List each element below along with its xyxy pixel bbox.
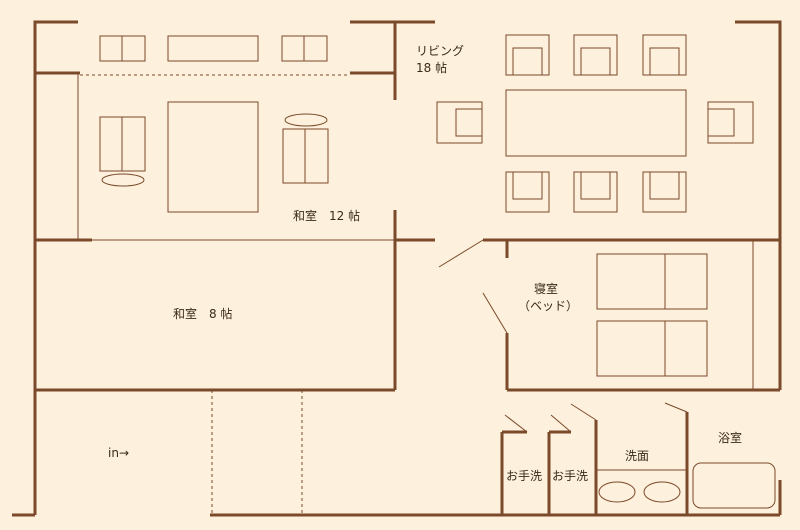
washitsu-8-label: 和室 8 帖 <box>173 306 232 321</box>
interior-walls <box>35 22 780 515</box>
living-furniture <box>436 34 754 213</box>
bathtub <box>692 462 776 509</box>
wash-basin-left <box>598 481 636 503</box>
bath-label: 浴室 <box>718 430 742 445</box>
wash-basin-right <box>643 481 681 503</box>
living-room-name: リビング <box>416 44 464 58</box>
washitsu-12-label: 和室 12 帖 <box>293 208 360 223</box>
bedroom-beds <box>596 253 708 377</box>
outer-walls <box>12 20 782 517</box>
thin-lines <box>77 73 754 515</box>
wet-area-fixtures <box>598 462 776 509</box>
living-room-size: 18 帖 <box>416 60 447 75</box>
entrance-label: in→ <box>108 446 129 460</box>
toilet-1-label: お手洗 <box>506 469 542 483</box>
bedroom-name: 寝室 <box>534 281 558 296</box>
bedroom-note: （ベッド） <box>518 299 578 313</box>
washroom-label: 洗面 <box>625 449 649 463</box>
room-labels: リビング 18 帖 和室 12 帖 和室 8 帖 寝室 （ベッド） お手洗 お手… <box>108 44 742 483</box>
washitsu-12-furniture <box>99 35 329 213</box>
toilet-2-label: お手洗 <box>552 469 588 483</box>
